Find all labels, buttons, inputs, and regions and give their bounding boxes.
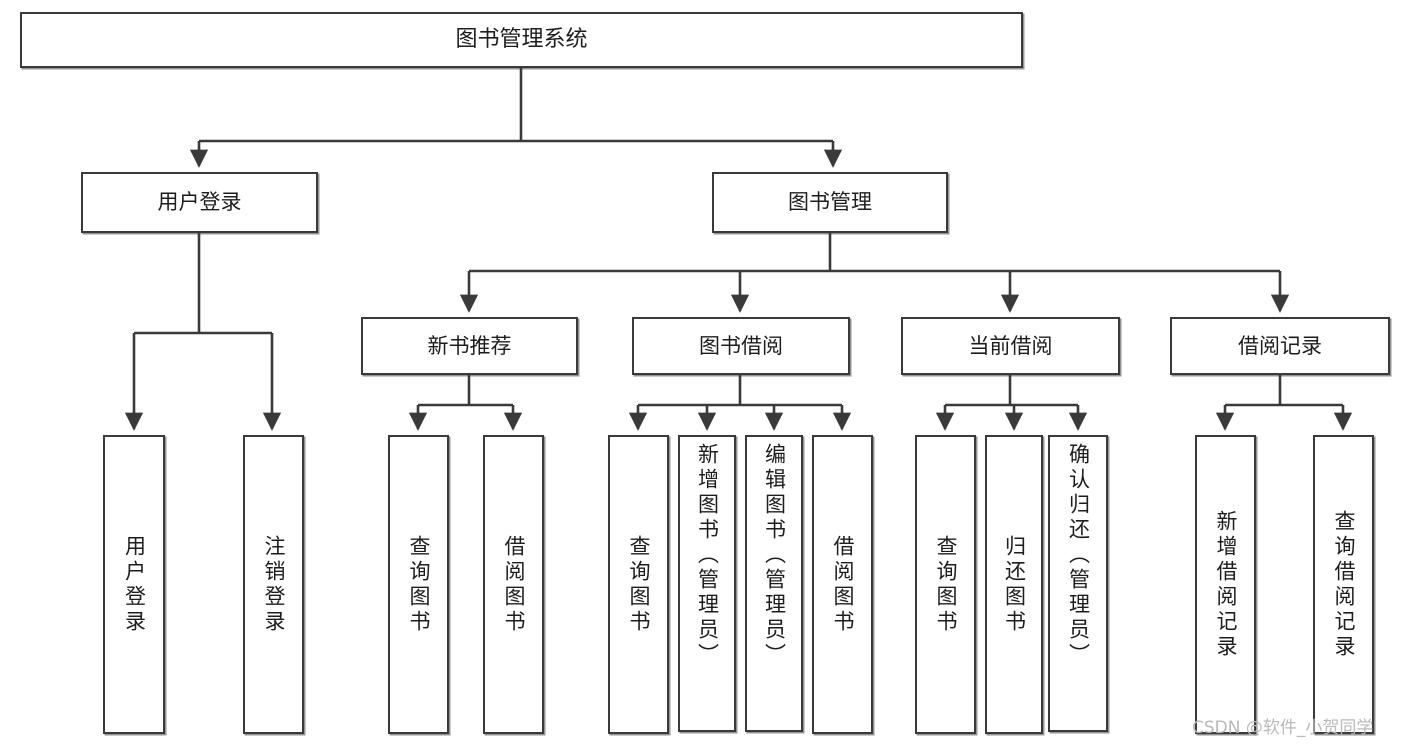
node-leaf-query-book-1-label: 查询图书	[407, 534, 431, 635]
node-leaf-query-record-label: 查询借阅记录	[1332, 509, 1356, 660]
node-borrow-record-label: 借阅记录	[1238, 333, 1322, 358]
node-book-manage[interactable]: 图书管理	[712, 172, 948, 233]
node-leaf-edit-book[interactable]: 编辑图书（管理员）	[745, 435, 803, 732]
node-leaf-query-record[interactable]: 查询借阅记录	[1313, 435, 1374, 734]
node-leaf-borrow-book-1[interactable]: 借阅图书	[483, 435, 544, 734]
node-current-borrow[interactable]: 当前借阅	[901, 317, 1120, 375]
node-leaf-return-book[interactable]: 归还图书	[985, 435, 1043, 734]
node-leaf-query-book-3-label: 查询图书	[934, 534, 958, 635]
node-root-label: 图书管理系统	[455, 27, 588, 53]
node-leaf-add-book[interactable]: 新增图书（管理员）	[678, 435, 736, 732]
node-leaf-user-logout-label: 注销登录	[262, 534, 286, 635]
node-leaf-query-book-2[interactable]: 查询图书	[608, 435, 669, 734]
node-root[interactable]: 图书管理系统	[20, 12, 1023, 68]
node-leaf-user-login-label: 用户登录	[122, 534, 147, 635]
node-leaf-borrow-book-2[interactable]: 借阅图书	[812, 435, 873, 734]
node-leaf-confirm-return[interactable]: 确认归还（管理员）	[1048, 435, 1108, 732]
node-book-borrow[interactable]: 图书借阅	[632, 317, 850, 375]
node-new-book-recommend-label: 新书推荐	[427, 333, 512, 358]
node-leaf-borrow-book-2-label: 借阅图书	[831, 534, 855, 635]
node-leaf-user-logout[interactable]: 注销登录	[243, 435, 304, 734]
node-leaf-query-book-1[interactable]: 查询图书	[388, 435, 449, 734]
node-book-manage-label: 图书管理	[788, 190, 872, 215]
node-new-book-recommend[interactable]: 新书推荐	[361, 317, 578, 375]
node-leaf-add-record[interactable]: 新增借阅记录	[1195, 435, 1256, 734]
node-book-borrow-label: 图书借阅	[699, 333, 783, 358]
node-leaf-borrow-book-1-label: 借阅图书	[502, 534, 526, 635]
watermark: CSDN @软件_小贺同学	[1192, 718, 1374, 738]
node-leaf-add-book-label: 新增图书（管理员）	[695, 443, 720, 668]
node-user-login-label: 用户登录	[157, 190, 242, 215]
node-borrow-record[interactable]: 借阅记录	[1170, 317, 1390, 375]
node-leaf-add-record-label: 新增借阅记录	[1214, 509, 1238, 660]
node-leaf-query-book-3[interactable]: 查询图书	[915, 435, 976, 734]
node-leaf-edit-book-label: 编辑图书（管理员）	[762, 443, 787, 668]
node-leaf-return-book-label: 归还图书	[1002, 534, 1027, 635]
node-user-login[interactable]: 用户登录	[81, 172, 318, 233]
node-current-borrow-label: 当前借阅	[968, 333, 1053, 358]
node-leaf-user-login[interactable]: 用户登录	[103, 435, 165, 734]
node-leaf-confirm-return-label: 确认归还（管理员）	[1066, 443, 1091, 668]
node-leaf-query-book-2-label: 查询图书	[627, 534, 651, 635]
